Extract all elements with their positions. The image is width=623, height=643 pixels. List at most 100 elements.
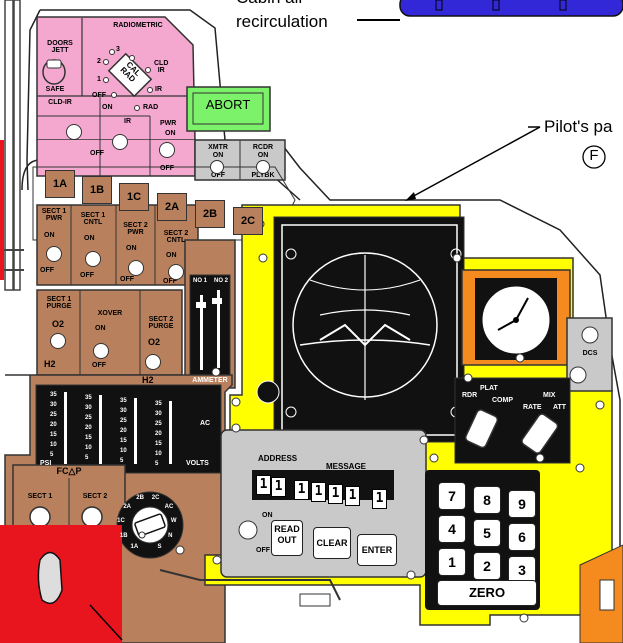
sect1-purge-toggle[interactable] — [50, 333, 66, 349]
gauge-tick-label: 30 — [85, 405, 92, 411]
xmtr-on: ON — [212, 152, 224, 159]
panel-letter: F — [589, 147, 599, 164]
keypad-key-4[interactable]: 4 — [438, 515, 466, 543]
blue-duct — [399, 0, 623, 17]
power-on-label: ON — [262, 512, 273, 519]
ammeter-no1: NO 1 — [193, 278, 208, 284]
sect1-pwr-toggle[interactable] — [46, 246, 62, 262]
sect2-cntl-label: SECT 2 CNTL — [163, 230, 189, 245]
gauge-tick-label: 5 — [155, 461, 159, 467]
radiometric-rad: RAD — [143, 104, 159, 111]
keypad-key-3[interactable]: 3 — [508, 556, 536, 584]
gauge-tick-label: 30 — [155, 411, 162, 417]
gauge-tick-label: 10 — [50, 442, 57, 448]
display-digit: 1 — [311, 482, 326, 502]
rate-comp: COMP — [492, 397, 513, 404]
dcs-label: DCS — [582, 350, 598, 357]
clear-button[interactable]: CLEAR — [313, 527, 351, 559]
doors-jett-label: DOORS JETT — [47, 40, 73, 55]
gauge-tick-label: 5 — [120, 458, 124, 464]
display-digit: 1 — [372, 489, 387, 509]
sect1-pwr-on: ON — [44, 232, 55, 239]
rcdr-on: ON — [257, 152, 269, 159]
gauge-tick-label: 25 — [50, 412, 57, 418]
gauge-tick-label: 30 — [50, 402, 57, 408]
keypad-key-5[interactable]: 5 — [473, 519, 501, 547]
display-digit: 1 — [271, 477, 286, 497]
xmtr-toggle[interactable] — [210, 160, 224, 174]
sect1-cntl-label: SECT 1 CNTL — [80, 212, 106, 227]
sect2-cntl-on: ON — [166, 252, 177, 259]
enter-button[interactable]: ENTER — [357, 534, 397, 566]
breaker-2a[interactable]: 2A — [157, 193, 187, 221]
rotary-position-label: 2C — [151, 495, 160, 502]
sect1-pwr-label: SECT 1 PWR — [41, 208, 67, 223]
keypad-key-9[interactable]: 9 — [508, 490, 536, 518]
sect1-h2: H2 — [44, 359, 56, 369]
xover-label: XOVER — [97, 310, 123, 317]
mix-rate-switch[interactable] — [520, 413, 559, 455]
sect2-purge-toggle[interactable] — [145, 354, 161, 370]
radiometric-cld-ir: CLD IR — [154, 60, 169, 75]
xmtr-label: XMTR — [208, 144, 228, 151]
rate-rate: RATE — [523, 404, 542, 411]
rcdr-label: RCDR — [252, 144, 274, 151]
message-label: MESSAGE — [326, 462, 367, 471]
gauge-tick-label: 15 — [50, 432, 57, 438]
readout-button[interactable]: READ OUT — [271, 520, 303, 556]
radiometric-ir: IR — [155, 86, 162, 93]
ammeter-label: AMMETER — [192, 377, 228, 384]
ammeter-face — [189, 274, 231, 376]
rcdr-toggle[interactable] — [256, 160, 270, 174]
gauge-tick-label: 20 — [50, 422, 57, 428]
gauge-tick-label: 30 — [120, 408, 127, 414]
breaker-1b[interactable]: 1B — [82, 176, 112, 204]
radiometric-pos-off: OFF — [92, 92, 106, 99]
sect2-cntl-off: OFF — [163, 278, 177, 285]
gauge-tick-label: 15 — [85, 435, 92, 441]
breaker-1a[interactable]: 1A — [45, 170, 75, 198]
keypad-key-2[interactable]: 2 — [473, 552, 501, 580]
keypad-key-7[interactable]: 7 — [438, 482, 466, 510]
gauge-tick-label: 10 — [120, 448, 127, 454]
fc-sect2: SECT 2 — [82, 493, 108, 500]
sect1-cntl-toggle[interactable] — [85, 251, 101, 267]
keypad-key-6[interactable]: 6 — [508, 523, 536, 551]
zero-button[interactable]: ZERO — [437, 580, 537, 606]
pwr-label: PWR — [160, 120, 177, 127]
radiometric-pos-1: 1 — [97, 76, 101, 83]
display-digit: 1 — [328, 484, 343, 504]
pilots-leader — [409, 126, 541, 199]
gauge-tick-label: 35 — [120, 398, 127, 404]
display-digit: 1 — [345, 486, 360, 506]
breaker-2b[interactable]: 2B — [195, 200, 225, 228]
rotary-position-label: 2B — [136, 495, 144, 502]
sect2-pwr-toggle[interactable] — [128, 260, 144, 276]
sect2-o2: O2 — [148, 337, 161, 347]
breaker-2c[interactable]: 2C — [233, 207, 263, 235]
keypad-key-8[interactable]: 8 — [473, 486, 501, 514]
sect1-cntl-on: ON — [84, 235, 95, 242]
sect2-cntl-toggle[interactable] — [168, 264, 184, 280]
gauge-needle-track — [134, 398, 137, 464]
radiometric-knob[interactable] — [107, 52, 153, 98]
display-digit: 1 — [256, 475, 271, 495]
pwr-toggle[interactable] — [159, 142, 175, 158]
rate-att: ATT — [553, 404, 567, 411]
rotary-position-label: AC — [164, 503, 174, 510]
breaker-1c[interactable]: 1C — [119, 183, 149, 211]
keypad-key-1[interactable]: 1 — [438, 548, 466, 576]
sect1-pwr-off: OFF — [40, 267, 54, 274]
red-panel-handle[interactable] — [37, 551, 63, 605]
gauge-tick-label: 15 — [120, 438, 127, 444]
sect1-cntl-off: OFF — [80, 272, 94, 279]
abort-light[interactable]: ABORT — [205, 97, 251, 112]
ammeter-no2: NO 2 — [214, 278, 229, 284]
xover-toggle[interactable] — [93, 343, 109, 359]
cld-ir-toggle[interactable] — [66, 124, 82, 140]
ir-toggle[interactable] — [112, 134, 128, 150]
rdr-plat-switch[interactable] — [464, 409, 499, 449]
panel-letter-circle — [582, 145, 606, 169]
